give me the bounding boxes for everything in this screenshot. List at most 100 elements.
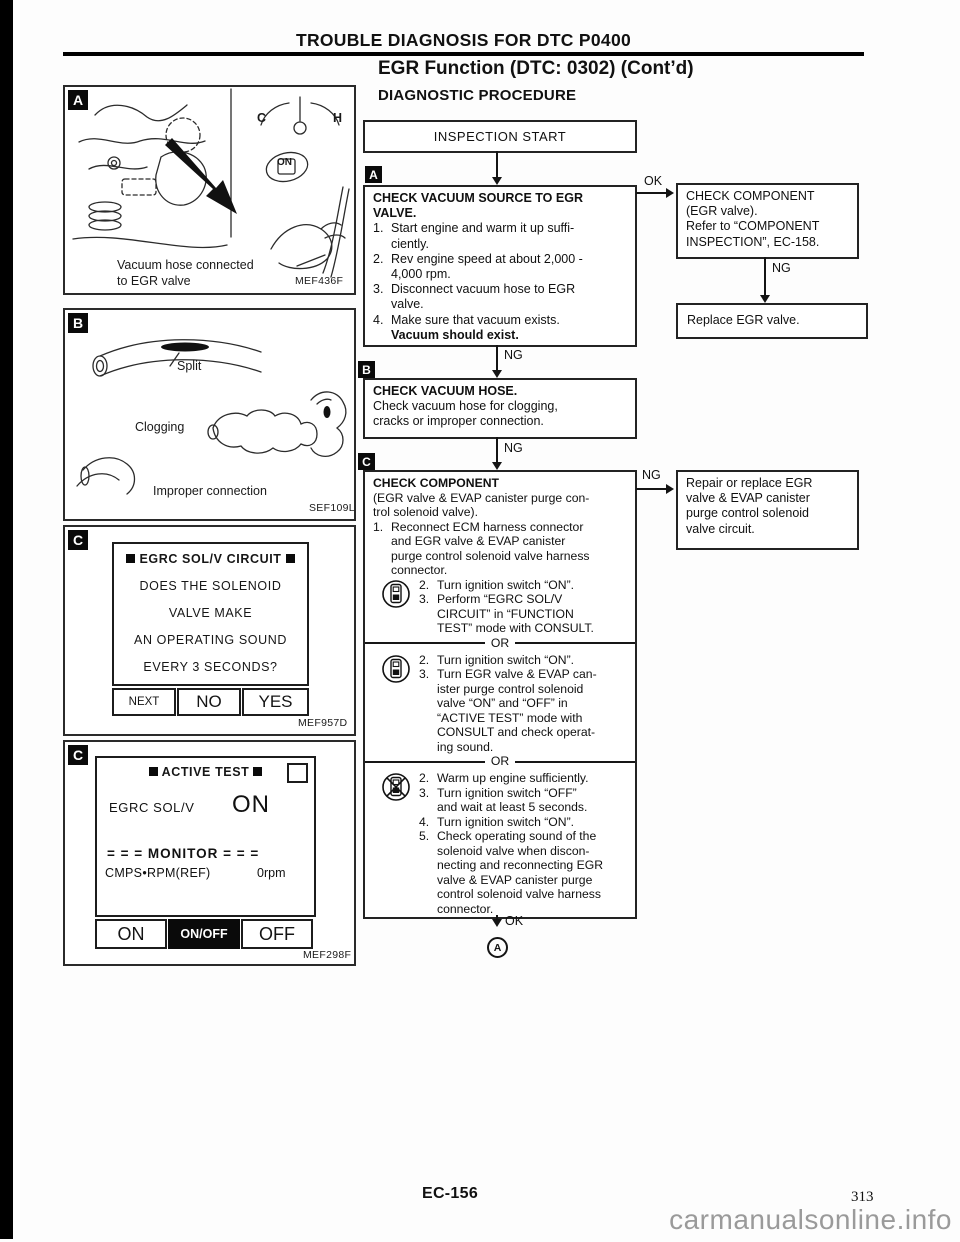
or-divider: OR — [365, 636, 635, 651]
arrow-down-icon — [492, 462, 502, 470]
step-item: 4.Make sure that vacuum exists. — [373, 312, 560, 327]
consult-steps-group: 2.Turn ignition switch “ON”. 3.Turn EGR … — [373, 653, 627, 755]
monitor-parameter-label: CMPS•RPM(REF) — [105, 866, 211, 880]
figure-a-badge: A — [68, 90, 88, 110]
ignition-key-on-label: ON — [277, 157, 292, 168]
screen-checkbox-icon — [287, 763, 308, 783]
figure-b-code: SEF109L — [309, 502, 355, 514]
inspection-start-box: INSPECTION START — [363, 120, 637, 153]
title-square-icon — [253, 767, 263, 777]
ng-path-label: NG — [642, 468, 661, 482]
step-item: 5.Check operating sound of the solenoid … — [419, 829, 603, 916]
next-button: NEXT — [112, 688, 176, 716]
connector-line — [636, 192, 667, 194]
monitor-parameter-value: 0rpm — [257, 866, 286, 880]
on-off-button: ON/OFF — [168, 919, 240, 949]
gauge-hot-label: H — [333, 111, 343, 125]
ng-path-label: NG — [772, 261, 791, 275]
consult-screen: EGRC SOL/V CIRCUIT DOES THE SOLENOID VAL… — [112, 542, 309, 686]
arrow-right-icon — [666, 188, 674, 198]
consult-tool-icon — [373, 653, 419, 755]
step-item: 2.Turn ignition switch “ON”. — [419, 577, 575, 592]
check-component-solenoid-box: CHECK COMPONENT (EGR valve & EVAP canist… — [363, 470, 637, 919]
hose-faults-illustration — [76, 339, 347, 495]
replace-egr-valve-box: Replace EGR valve. — [676, 303, 868, 339]
screen-text-line: VALVE MAKE — [168, 606, 253, 620]
ok-path-label: OK — [644, 174, 663, 188]
engine-illustration — [72, 88, 350, 278]
title-square-icon — [285, 554, 295, 564]
consult-screen: ACTIVE TEST EGRC SOL/V ON = = = MONITOR … — [95, 756, 316, 917]
test-parameter-label: EGRC SOL/V — [109, 800, 195, 815]
title-rule — [63, 52, 864, 56]
box-title: CHECK VACUUM HOSE. — [373, 384, 518, 398]
pointer-arrow — [165, 138, 237, 214]
connector-line — [496, 437, 498, 463]
connector-line — [496, 345, 498, 371]
step-item: 3.Turn ignition switch “OFF” and wait at… — [419, 785, 588, 815]
title-square-icon — [148, 767, 158, 777]
check-component-egr-box: CHECK COMPONENT (EGR valve). Refer to “C… — [676, 183, 859, 259]
section-title: EGR Function (DTC: 0302) (Cont’d) — [378, 58, 694, 79]
arrow-right-icon — [666, 484, 674, 494]
box-title: CHECK VACUUM SOURCE TO EGR VALVE. — [373, 191, 583, 221]
split-label: Split — [177, 359, 202, 373]
arrow-down-icon — [492, 177, 502, 185]
page-title: TROUBLE DIAGNOSIS FOR DTC P0400 — [295, 30, 632, 50]
screen-text-line: DOES THE SOLENOID — [139, 579, 282, 593]
arrow-down-icon — [760, 295, 770, 303]
step-item: 3.Disconnect vacuum hose to EGR valve. — [373, 282, 576, 312]
figure-hose-faults: B Split Clogging Improper connection SEF… — [63, 308, 356, 521]
step-b-badge: B — [358, 361, 375, 378]
off-button: OFF — [241, 919, 313, 949]
arrow-down-icon — [492, 370, 502, 378]
gauge-cold-label: C — [257, 111, 267, 125]
consult-tool-icon — [373, 578, 419, 636]
subsection-title: DIAGNOSTIC PROCEDURE — [378, 87, 577, 104]
figure-a-caption: Vacuum hose connected to EGR valve — [117, 258, 254, 288]
step-item: 3.Turn EGR valve & EVAP can- ister purge… — [419, 667, 597, 754]
figure-c1-code: MEF957D — [298, 717, 348, 729]
arrow-down-icon — [492, 919, 502, 927]
page-number: 313 — [851, 1189, 874, 1205]
check-vacuum-source-box: CHECK VACUUM SOURCE TO EGR VALVE. 1.Star… — [363, 185, 637, 347]
step-item: 1.Start engine and warm it up suffi- cie… — [373, 221, 575, 251]
step-item: 1.Reconnect ECM harness connector and EG… — [373, 519, 590, 578]
figure-c2-code: MEF298F — [303, 949, 352, 961]
figure-b-badge: B — [68, 313, 88, 333]
figure-consult-active-test: C ACTIVE TEST EGRC SOL/V ON = = = MONITO… — [63, 740, 356, 966]
consult-screen-title: EGRC SOL/V CIRCUIT — [114, 552, 307, 566]
connector-line — [764, 257, 766, 296]
box-title: CHECK COMPONENT — [373, 476, 499, 490]
ok-path-label: OK — [505, 914, 524, 928]
consult-screen-title: ACTIVE TEST — [97, 765, 314, 779]
repair-or-replace-box: Repair or replace EGR valve & EVAP canis… — [676, 470, 859, 550]
connector-line — [496, 915, 498, 920]
step-item: 3.Perform “EGRC SOL/V CIRCUIT” in “FUNCT… — [419, 592, 594, 635]
screen-text-line: AN OPERATING SOUND — [134, 633, 287, 647]
page-code: EC-156 — [421, 1185, 479, 1202]
connector-line — [636, 488, 667, 490]
step-item: 2.Turn ignition switch “ON”. — [419, 652, 575, 667]
connector-a-symbol: A — [487, 937, 508, 958]
connector-line — [496, 151, 498, 177]
screen-text-line: EVERY 3 SECONDS? — [143, 660, 278, 674]
check-vacuum-hose-box: CHECK VACUUM HOSE. Check vacuum hose for… — [363, 378, 637, 439]
figure-a-code: MEF436F — [295, 275, 344, 287]
improper-connection-label: Improper connection — [153, 484, 267, 498]
step-item: 4.Turn ignition switch “ON”. — [419, 814, 575, 829]
title-square-icon — [126, 554, 136, 564]
or-divider: OR — [365, 754, 635, 769]
clogging-label: Clogging — [135, 420, 185, 434]
figure-consult-function-test: C EGRC SOL/V CIRCUIT DOES THE SOLENOID V… — [63, 525, 356, 736]
figure-c1-badge: C — [68, 530, 88, 550]
yes-button: YES — [242, 688, 309, 716]
no-consult-steps-group: 2.Warm up engine sufficiently. 3.Turn ig… — [373, 771, 627, 916]
bold-note: Vacuum should exist. — [391, 327, 519, 342]
step-a-badge: A — [365, 166, 382, 183]
no-consult-tool-icon — [373, 771, 419, 916]
step-c-badge: C — [358, 453, 375, 470]
test-parameter-value: ON — [232, 791, 270, 818]
no-button: NO — [177, 688, 241, 716]
